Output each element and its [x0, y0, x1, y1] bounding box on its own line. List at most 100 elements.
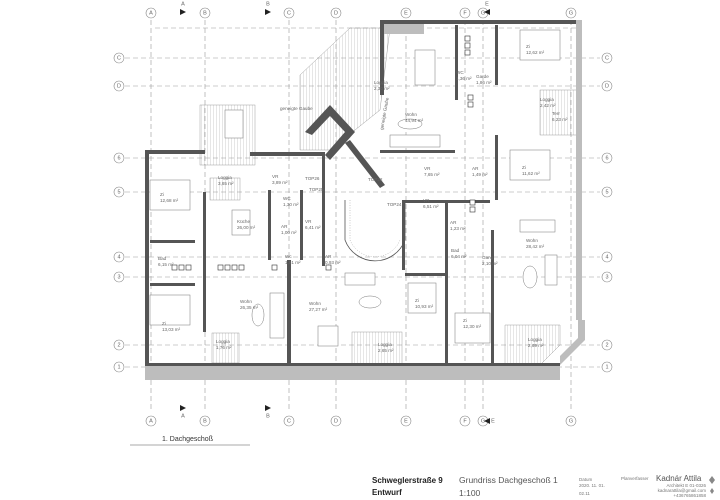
- room-label: AR1,23 m²: [450, 220, 466, 231]
- room-label: WC1,36 m²: [456, 70, 472, 81]
- svg-text:3,65 m²: 3,65 m²: [218, 181, 234, 186]
- furniture: [149, 29, 561, 347]
- svg-text:5: 5: [117, 189, 120, 195]
- svg-text:Zi: Zi: [160, 192, 164, 197]
- svg-text:D: D: [334, 10, 338, 16]
- svg-text:27,27 m²: 27,27 m²: [309, 307, 328, 312]
- svg-text:Wohn: Wohn: [309, 301, 321, 306]
- svg-text:A: A: [181, 413, 185, 419]
- svg-text:3,89 m²: 3,89 m²: [272, 180, 288, 185]
- svg-text:1,51 m²: 1,51 m²: [285, 260, 301, 265]
- svg-text:VR: VR: [423, 198, 430, 203]
- svg-text:Bad: Bad: [158, 256, 167, 261]
- svg-text:D: D: [334, 418, 338, 424]
- svg-text:12,68 m²: 12,68 m²: [160, 198, 179, 203]
- svg-text:2,42 m²: 2,42 m²: [540, 103, 556, 108]
- svg-text:A: A: [181, 1, 185, 7]
- svg-text:Wohn: Wohn: [240, 299, 252, 304]
- svg-text:1,86 m²: 1,86 m²: [476, 80, 492, 85]
- top-label: TOP25: [309, 187, 324, 192]
- svg-text:1: 1: [605, 364, 608, 370]
- svg-text:Architekt E 01-0326: Architekt E 01-0326: [666, 483, 706, 488]
- svg-text:A: A: [149, 418, 153, 424]
- svg-text:1,49 m²: 1,49 m²: [472, 172, 488, 177]
- svg-text:B: B: [266, 1, 270, 7]
- svg-text:26,35 m²: 26,35 m²: [240, 305, 259, 310]
- grid-column-markers-top: A B C D E F G G: [145, 7, 577, 19]
- svg-text:Gang: Gang: [482, 255, 494, 260]
- top-label: TOP24: [387, 202, 402, 207]
- svg-text:11,62 m²: 11,62 m²: [522, 171, 540, 176]
- svg-text:D: D: [605, 83, 609, 89]
- room-label: Wc1,51 m²: [285, 254, 301, 265]
- svg-text:WC: WC: [456, 70, 464, 75]
- svg-text:Loggia: Loggia: [528, 337, 542, 342]
- svg-text:1: 1: [117, 364, 120, 370]
- grid-column-markers-bottom: A B C D E F G G: [145, 415, 577, 427]
- svg-text:Küche: Küche: [237, 219, 250, 224]
- svg-text:12,62 m²: 12,62 m²: [526, 50, 545, 55]
- svg-text:7,65 m²: 7,65 m²: [424, 172, 440, 177]
- svg-text:6: 6: [605, 155, 608, 161]
- svg-text:Zi: Zi: [522, 165, 526, 170]
- svg-text:AR: AR: [450, 220, 457, 225]
- svg-text:Loggia: Loggia: [216, 339, 230, 344]
- room-label: VR3,89 m²: [272, 174, 288, 185]
- svg-text:Planverfasser: Planverfasser: [621, 476, 649, 481]
- grid-row-markers-right: C D 6 5 4 3 2 1: [601, 52, 613, 373]
- svg-text:Datum: Datum: [579, 477, 593, 482]
- svg-text:AR: AR: [472, 166, 479, 171]
- floor-label: 1. Dachgeschoß: [162, 436, 213, 443]
- svg-text:2,65 m²: 2,65 m²: [378, 348, 394, 353]
- svg-text:6,15 m²: 6,15 m²: [158, 262, 174, 267]
- logo-icon: [709, 476, 715, 494]
- spiral-staircase: [344, 200, 406, 262]
- svg-text:G: G: [569, 10, 573, 16]
- svg-text:VR: VR: [424, 166, 431, 171]
- top-label: TOP26: [305, 176, 320, 181]
- svg-text:E: E: [485, 1, 489, 7]
- svg-text:28,42 m²: 28,42 m²: [526, 244, 545, 249]
- svg-text:Kadnár Attila: Kadnár Attila: [656, 474, 702, 483]
- svg-text:Zi: Zi: [463, 318, 467, 323]
- svg-text:C: C: [117, 55, 121, 61]
- room-label: WC1,30 m²: [283, 196, 299, 207]
- svg-text:Bad: Bad: [451, 248, 460, 253]
- svg-text:C: C: [287, 418, 291, 424]
- svg-text:02.11: 02.11: [579, 491, 590, 496]
- room-label: VR7,65 m²: [424, 166, 440, 177]
- grid-row-markers-left: C D 6 5 4 3 2 1: [113, 52, 125, 373]
- room-label: AR1,49 m²: [472, 166, 488, 177]
- svg-text:2: 2: [605, 342, 608, 348]
- svg-text:Zi: Zi: [415, 298, 419, 303]
- svg-text:Loggia: Loggia: [374, 80, 388, 85]
- svg-text:C: C: [605, 55, 609, 61]
- svg-text:B: B: [203, 10, 207, 16]
- gaube-label-2: geneigte Gaube: [379, 97, 390, 131]
- svg-text:kadnarattila@gmail.com: kadnarattila@gmail.com: [658, 488, 707, 493]
- svg-text:1,30 m²: 1,30 m²: [283, 202, 299, 207]
- svg-text:1,00 m²: 1,00 m²: [281, 230, 297, 235]
- svg-text:Garde: Garde: [476, 74, 489, 79]
- svg-text:6,41 m²: 6,41 m²: [305, 225, 321, 230]
- svg-text:A: A: [149, 10, 153, 16]
- svg-text:Loggia: Loggia: [378, 342, 392, 347]
- svg-text:B: B: [203, 418, 207, 424]
- svg-text:VR: VR: [272, 174, 279, 179]
